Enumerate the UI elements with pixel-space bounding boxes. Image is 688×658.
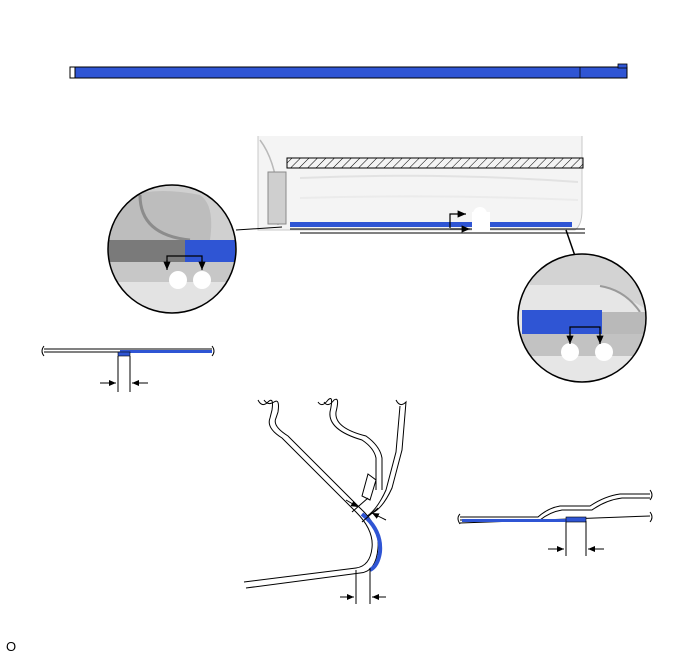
- rear-detail-circle: [517, 253, 647, 383]
- flat-tape-section: [41, 345, 215, 392]
- figure-code: O: [6, 639, 17, 654]
- width-arrow-upper-right: [371, 512, 387, 521]
- front-detail-callout: [107, 184, 237, 314]
- rear-detail-callout: [517, 253, 647, 383]
- tape-strip-overview: [69, 63, 628, 79]
- curved-flange-section: [243, 398, 407, 604]
- vehicle-rocker-view: [235, 136, 585, 257]
- width-arrow-upper-left: [345, 499, 359, 508]
- front-detail-circle: [107, 184, 237, 314]
- stepped-panel-section: [457, 489, 653, 556]
